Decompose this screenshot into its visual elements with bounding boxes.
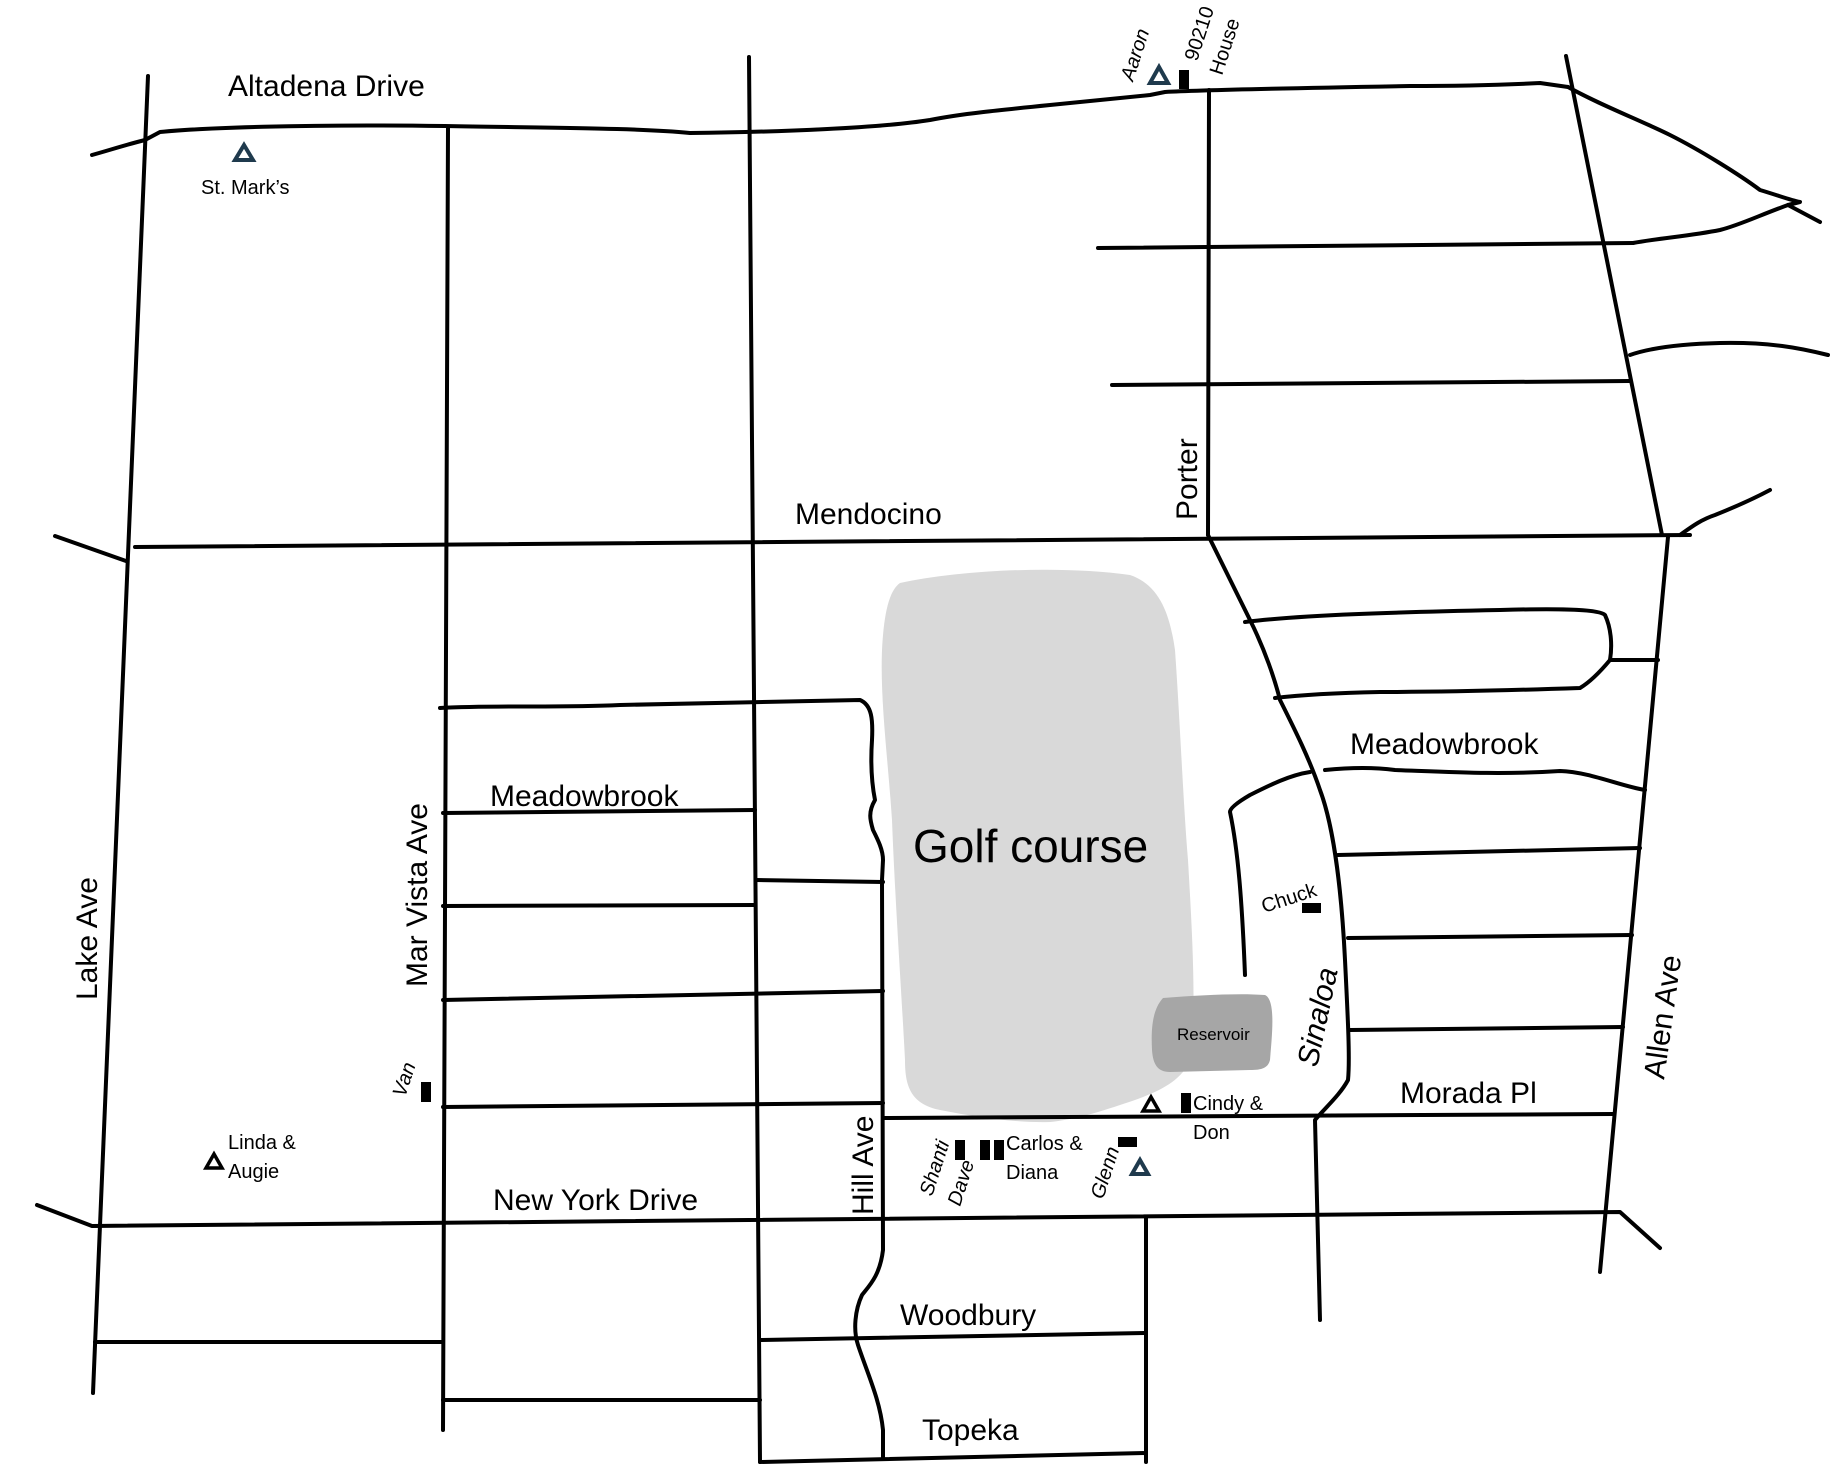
altadena-drive-label: Altadena Drive <box>228 70 425 103</box>
golf-course-label: Golf course <box>913 820 1148 872</box>
west-cross-road-4 <box>441 1101 885 1109</box>
west-loop-road <box>438 698 885 882</box>
hill-ave-road <box>853 878 885 1459</box>
woodbury-road <box>758 1331 1148 1342</box>
reservoir-label: Reservoir <box>1177 1025 1250 1044</box>
east-cross-road-3 <box>1348 1025 1625 1032</box>
meadowbrook-east-road <box>1323 766 1647 792</box>
carlos-diana-label-line2: Diana <box>1006 1162 1059 1184</box>
porter-sinaloa-road <box>1206 533 1351 1322</box>
dave-label: Dave <box>944 1157 979 1208</box>
cindy-don-label-line1: Cindy & <box>1193 1093 1264 1115</box>
van-label: Van <box>389 1060 421 1100</box>
west-cross-road-3 <box>441 989 885 1002</box>
van-house-marker-icon <box>421 1082 431 1102</box>
northeast-branch-3 <box>1628 340 1830 357</box>
mar-vista-ave-label: Mar Vista Ave <box>401 803 434 987</box>
carlos-diana-house-marker-icon <box>994 1140 1004 1160</box>
morada-pl-label: Morada Pl <box>1400 1077 1537 1110</box>
porter-label: Porter <box>1171 438 1204 520</box>
porter-road <box>1206 88 1211 537</box>
lake-ave-label: Lake Ave <box>71 877 104 1000</box>
mar-vista-ave-road <box>441 126 450 1432</box>
allen-ave-label: Allen Ave <box>1638 953 1688 1081</box>
topeka-label: Topeka <box>922 1414 1019 1447</box>
topeka-road <box>758 1451 1148 1464</box>
dave-house-marker-icon <box>980 1140 990 1160</box>
aaron-label: Aaron <box>1117 26 1155 85</box>
middle-north-south-road <box>747 55 762 1464</box>
st-marks-triangle-marker-icon <box>231 141 257 162</box>
reservoir-area <box>1151 994 1273 1072</box>
lake-ave-west-stub <box>53 534 128 563</box>
hill-ave-label: Hill Ave <box>847 1116 880 1216</box>
northeast-road-1 <box>1096 241 1635 250</box>
carlos-diana-label-line1: Carlos & <box>1006 1133 1083 1155</box>
meadowbrook-east-label: Meadowbrook <box>1350 728 1539 761</box>
new-york-drive-label: New York Drive <box>493 1184 698 1217</box>
glenn-label: Glenn <box>1087 1144 1124 1202</box>
aaron-triangle-marker-icon <box>1146 62 1172 85</box>
west-cross-road-1 <box>754 878 885 884</box>
linda-augie-label-line2: Augie <box>228 1161 279 1183</box>
morada-pl-road <box>881 1112 1615 1120</box>
northeast-branch-1 <box>1566 85 1802 245</box>
sinaloa-west-loop-road <box>1228 770 1312 977</box>
woodbury-label: Woodbury <box>900 1299 1036 1332</box>
allen-ave-north-road <box>1564 54 1664 537</box>
cindy-don-label-line2: Don <box>1193 1122 1230 1144</box>
glenn-house-marker-icon <box>1118 1137 1137 1147</box>
new-york-drive-road <box>35 1203 1662 1250</box>
sinaloa-label: Sinaloa <box>1292 965 1345 1070</box>
linda-augie-label-line1: Linda & <box>228 1132 296 1154</box>
northeast-branch-4 <box>1678 488 1772 537</box>
90210-house-marker-icon <box>1179 70 1189 89</box>
shanti-house-marker-icon <box>955 1140 965 1160</box>
cindy-don-house-marker-icon <box>1181 1093 1191 1113</box>
meadowbrook-west-label: Meadowbrook <box>490 780 679 813</box>
cindy-don-triangle-marker-icon <box>1139 1093 1163 1113</box>
northeast-branch-2 <box>1786 203 1822 224</box>
glenn-triangle-marker-icon <box>1128 1155 1152 1176</box>
east-cross-road-2 <box>1346 933 1634 940</box>
linda-augie-triangle-marker-icon <box>202 1150 226 1170</box>
west-cross-road-2 <box>441 903 757 908</box>
northeast-road-2 <box>1110 379 1632 387</box>
golf-course-area <box>881 569 1194 1123</box>
loop-road-north <box>1243 607 1614 700</box>
meadowbrook-west-road <box>441 808 757 815</box>
st-marks-label: St. Mark’s <box>201 177 290 199</box>
altadena-drive-road <box>90 81 1570 157</box>
mendocino-label: Mendocino <box>795 498 942 531</box>
mendocino-road <box>133 533 1692 549</box>
chuck-house-marker-icon <box>1302 903 1321 913</box>
east-cross-road-1 <box>1336 846 1642 857</box>
lake-ave-road <box>91 74 150 1395</box>
